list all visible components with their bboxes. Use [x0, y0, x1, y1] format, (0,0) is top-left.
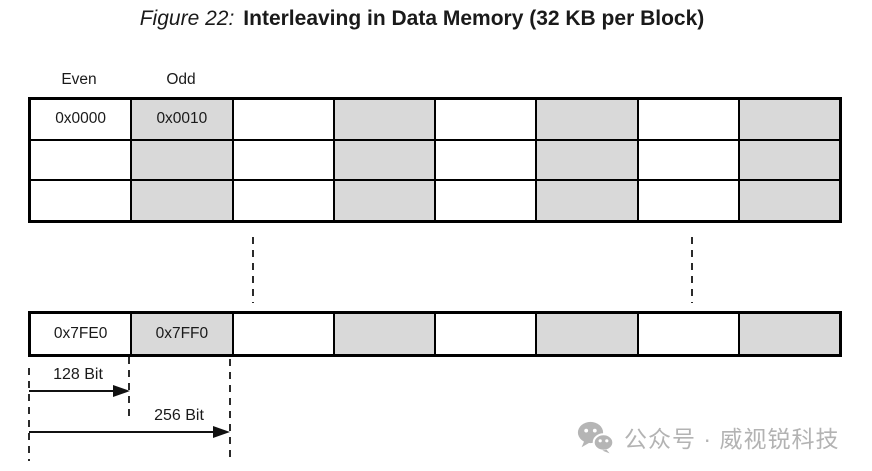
- measure-dash-right: [229, 359, 231, 463]
- memory-cell: [638, 181, 738, 220]
- watermark-text: 公众号 · 威视锐科技: [624, 426, 840, 452]
- continuation-dash-left: [252, 237, 254, 303]
- figure-title: Interleaving in Data Memory (32 KB per B…: [243, 7, 705, 30]
- memory-cell: [334, 100, 434, 139]
- memory-cell: [233, 314, 333, 354]
- memory-cell: [233, 100, 333, 139]
- arrow-head-128bit-icon: [113, 385, 130, 397]
- memory-cell: [638, 140, 738, 180]
- figure-title-bar: Figure 22: Interleaving in Data Memory (3…: [0, 7, 858, 31]
- memory-cell: [233, 181, 333, 220]
- memory-cell: [638, 314, 738, 354]
- column-label-even: Even: [61, 71, 97, 88]
- memory-cell: [739, 100, 839, 139]
- memory-cell: [537, 314, 637, 354]
- memory-cell: [233, 140, 333, 180]
- memory-cell: [132, 181, 232, 220]
- memory-cell: [132, 140, 232, 180]
- memory-cell: [739, 181, 839, 220]
- memory-cell: [31, 181, 131, 220]
- memory-cell: [334, 181, 434, 220]
- memory-block-bottom: 0x7FE0 0x7FF0: [28, 311, 842, 357]
- memory-cell: [31, 140, 131, 180]
- arrow-line-256bit: [29, 431, 215, 433]
- measure-dash-left: [28, 368, 30, 461]
- memory-cell: [537, 181, 637, 220]
- memory-cell: [436, 314, 536, 354]
- memory-cell: [436, 181, 536, 220]
- column-label-odd: Odd: [166, 71, 196, 88]
- memory-cell: [739, 314, 839, 354]
- arrow-head-256bit-icon: [213, 426, 230, 438]
- memory-cell: 0x0010: [132, 100, 232, 139]
- memory-cell: 0x7FF0: [132, 314, 232, 354]
- memory-block-top: 0x0000 0x0010: [28, 97, 842, 223]
- memory-cell: 0x0000: [31, 100, 131, 139]
- measure-label-256bit: 256 Bit: [154, 407, 204, 424]
- memory-cell: [436, 100, 536, 139]
- memory-cell: [334, 140, 434, 180]
- memory-cell: [537, 140, 637, 180]
- measure-label-128bit: 128 Bit: [53, 366, 103, 383]
- watermark: 公众号 · 威视锐科技: [577, 420, 839, 454]
- arrow-line-128bit: [29, 390, 115, 392]
- memory-cell: [436, 140, 536, 180]
- memory-cell: [638, 100, 738, 139]
- memory-cell: [739, 140, 839, 180]
- memory-cell: [537, 100, 637, 139]
- memory-cell: [334, 314, 434, 354]
- continuation-dash-right: [691, 237, 693, 303]
- wechat-icon: [577, 421, 614, 454]
- memory-cell: 0x7FE0: [31, 314, 131, 354]
- figure-number-label: Figure 22:: [139, 7, 235, 30]
